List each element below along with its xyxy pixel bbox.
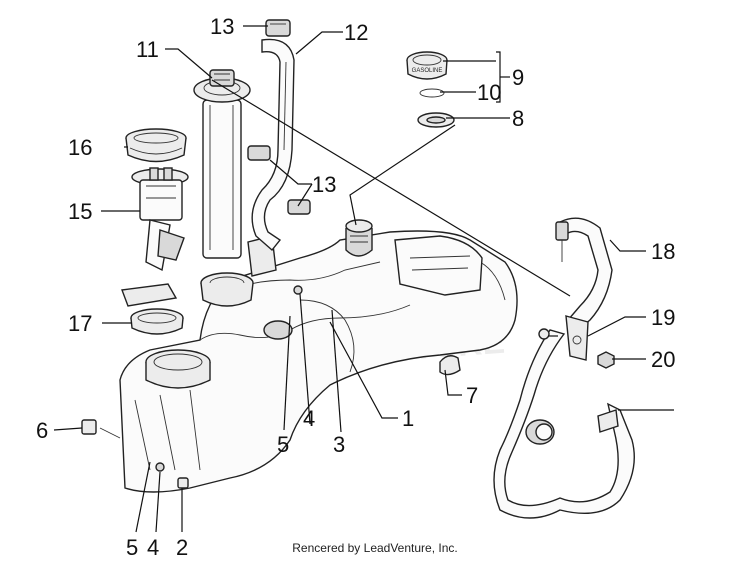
callout-13-top[interactable]: 13	[210, 14, 234, 39]
callout-5-lower[interactable]: 5	[126, 535, 138, 560]
gasoline-cap-part[interactable]: GASOLINE	[406, 51, 448, 80]
clip-part-6[interactable]	[81, 419, 121, 439]
bolt-part-2[interactable]	[177, 477, 189, 489]
callout-6[interactable]: 6	[36, 418, 48, 443]
callout-2[interactable]: 2	[176, 535, 188, 560]
breather-hose-part[interactable]	[555, 217, 613, 331]
callout-9[interactable]: 9	[512, 65, 524, 90]
callout-19[interactable]: 20	[651, 347, 675, 372]
callout-5-upper[interactable]: 5	[277, 432, 289, 457]
callouts: 13 12 11 16 15 17 13 9 10 8 18 19 20 7 1…	[36, 14, 675, 560]
callout-14[interactable]: 15	[68, 199, 92, 224]
nut-part[interactable]	[597, 351, 615, 369]
callout-11[interactable]: 11	[136, 37, 159, 62]
callout-3[interactable]: 3	[333, 432, 345, 457]
cap-o-ring-part[interactable]	[419, 88, 445, 98]
callout-4-lower[interactable]: 4	[147, 535, 159, 560]
hose-clamp-mid-part[interactable]	[247, 145, 311, 215]
lock-ring-part[interactable]	[125, 128, 187, 163]
callout-15[interactable]: 16	[68, 135, 92, 160]
callout-1[interactable]: 1	[402, 406, 414, 431]
fuel-tank-part[interactable]	[119, 219, 518, 493]
filler-gasket-part[interactable]	[417, 112, 455, 128]
fuel-level-sender-part[interactable]	[193, 69, 251, 259]
bolt-part[interactable]	[538, 328, 550, 340]
callout-17[interactable]: 18	[651, 239, 675, 264]
hose-clip-part[interactable]	[597, 409, 619, 433]
callout-7[interactable]: 7	[466, 383, 478, 408]
washer-part-4[interactable]	[155, 285, 303, 472]
gasoline-cap-text: GASOLINE	[412, 68, 443, 74]
callout-4-upper[interactable]: 4	[303, 406, 315, 431]
callout-8[interactable]: 8	[512, 106, 524, 131]
credit-text: Rencered by LeadVenture, Inc.	[292, 541, 458, 555]
leader-lines	[53, 25, 674, 533]
callout-13-mid[interactable]: 13	[312, 172, 336, 197]
fuel-pump-part[interactable]	[121, 167, 189, 307]
callout-18[interactable]: 19	[651, 305, 675, 330]
hose-clamp-top-part[interactable]	[265, 19, 291, 37]
vent-hose-part[interactable]	[251, 38, 295, 252]
callout-12[interactable]: 12	[344, 20, 368, 45]
hose-bracket-part[interactable]	[565, 315, 589, 361]
callout-10[interactable]: 10	[477, 80, 501, 105]
callout-16[interactable]: 17	[68, 311, 92, 336]
screw-part-7[interactable]	[439, 355, 461, 376]
seal-ring-part[interactable]	[130, 308, 184, 335]
